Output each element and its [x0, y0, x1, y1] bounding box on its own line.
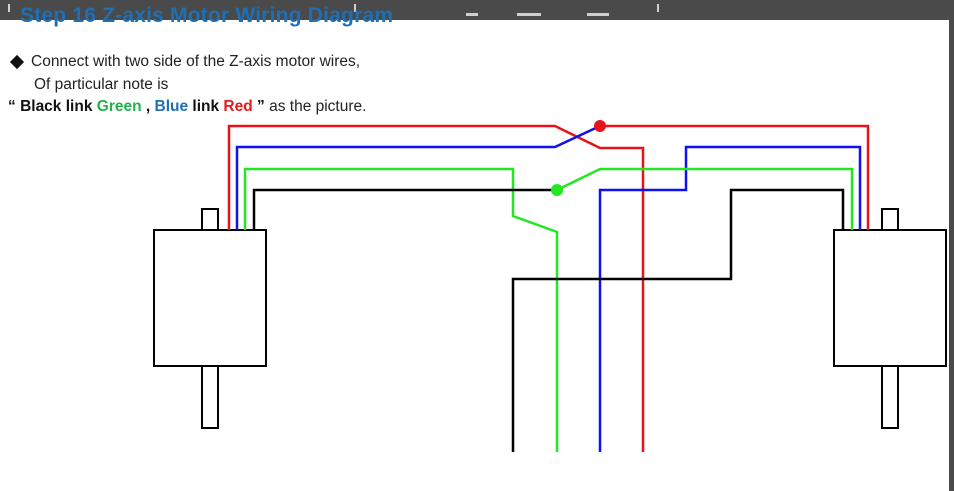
separator: ,	[141, 98, 155, 115]
window-top-bar	[0, 0, 954, 20]
left-motor	[153, 208, 267, 429]
page-title: Step 16 Z-axis Motor Wiring Diagram	[20, 4, 394, 27]
left-blue-wire	[235, 124, 601, 230]
close-quote: ”	[252, 98, 265, 115]
right-motor	[833, 208, 947, 429]
bar-mark	[8, 4, 10, 12]
open-quote: “	[8, 98, 21, 115]
word-blue: Blue	[154, 98, 189, 115]
bar-mark	[354, 4, 356, 12]
word-black: Black	[20, 98, 62, 115]
green-junction-dot	[551, 184, 563, 196]
left-motor-top-shaft	[201, 208, 219, 231]
red-junction-dot	[594, 120, 606, 132]
bar-dash	[587, 13, 609, 16]
word-link: link	[61, 98, 97, 115]
right-motor-bottom-shaft	[881, 365, 899, 429]
right-motor-body	[833, 229, 947, 367]
left-motor-body	[153, 229, 267, 367]
bar-dash	[517, 13, 541, 16]
word-red: Red	[223, 98, 253, 115]
left-black-wire	[252, 188, 557, 230]
word-green: Green	[96, 98, 142, 115]
right-red-wire	[600, 124, 870, 230]
word-link: link	[188, 98, 224, 115]
instruction-text-1: Connect with two side of the Z-axis moto…	[31, 53, 361, 70]
instruction-line-1: Connect with two side of the Z-axis moto…	[9, 53, 361, 71]
right-green-wire	[556, 167, 854, 230]
right-motor-top-shaft	[881, 208, 899, 231]
left-red-wire	[227, 124, 645, 452]
instruction-line-3: “ Black link Green , Blue link Red ” as …	[8, 98, 366, 116]
bar-dash	[466, 13, 478, 16]
left-motor-bottom-shaft	[201, 365, 219, 429]
window-right-edge	[949, 20, 954, 491]
instruction-line-2: Of particular note is	[34, 76, 169, 93]
right-black-wire	[511, 188, 845, 452]
instruction-tail: as the picture.	[264, 98, 367, 115]
bar-mark	[657, 4, 659, 12]
left-green-wire	[243, 167, 559, 452]
